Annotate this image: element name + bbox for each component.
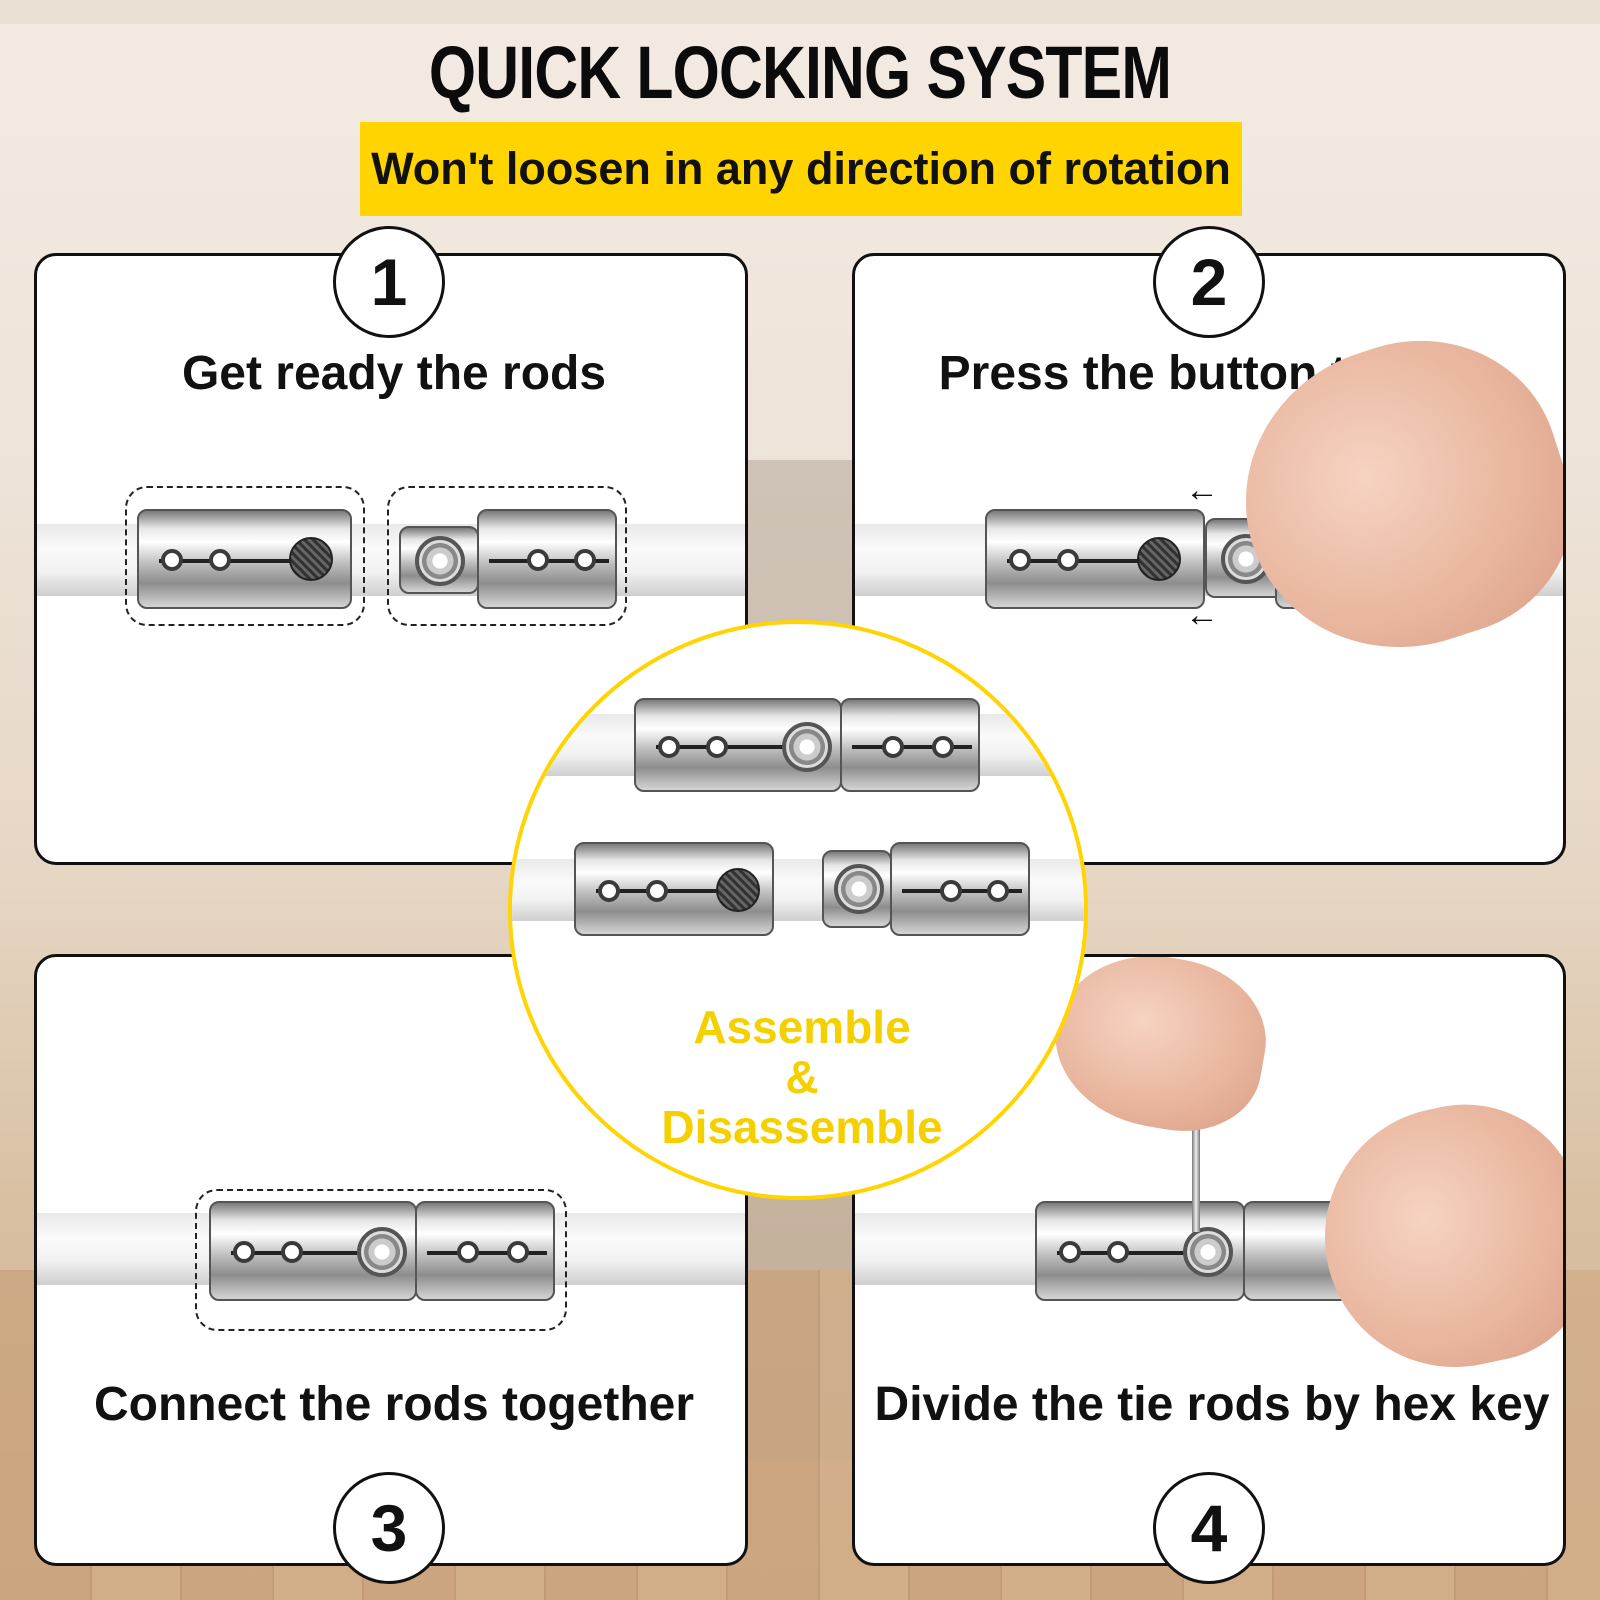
rod-end-highlight-left bbox=[125, 486, 365, 626]
rod-connector-female bbox=[985, 509, 1205, 609]
step-number-2: 2 bbox=[1153, 226, 1265, 338]
rod-connector-female bbox=[1035, 1201, 1245, 1301]
ampersand-label: & bbox=[785, 1051, 819, 1103]
rod-connector-female bbox=[137, 509, 352, 609]
connected-rods-highlight bbox=[195, 1189, 567, 1331]
step-number-1: 1 bbox=[333, 226, 445, 338]
hex-key-icon bbox=[1192, 1097, 1200, 1232]
rod-connector-male-body bbox=[415, 1201, 555, 1301]
step-panel-4: Divide the tie rods by hex key bbox=[852, 954, 1566, 1566]
rod-connected-top-body bbox=[840, 698, 980, 792]
rod-connector-female bbox=[209, 1201, 417, 1301]
assemble-label: Assemble bbox=[693, 1001, 911, 1053]
step-1-text: Get ready the rods bbox=[181, 347, 607, 400]
hand-holding-rod bbox=[1300, 1082, 1563, 1392]
rod-connected-top bbox=[634, 698, 842, 792]
subtitle-banner: Won't loosen in any direction of rotatio… bbox=[360, 122, 1242, 216]
step-4-text: Divide the tie rods by hex key bbox=[874, 1378, 1550, 1431]
page-title: QUICK LOCKING SYSTEM bbox=[428, 31, 1172, 114]
rod-end-highlight-right bbox=[387, 486, 627, 626]
rod-separated-female bbox=[574, 842, 774, 936]
step-number-4: 4 bbox=[1153, 1472, 1265, 1584]
rod-connector-male bbox=[399, 526, 479, 594]
rod-separated-male-body bbox=[890, 842, 1030, 936]
arrow-left-icon: ← bbox=[1185, 471, 1219, 509]
background-ceiling-beam bbox=[0, 0, 1600, 24]
disassemble-label: Disassemble bbox=[661, 1101, 943, 1153]
step-3-text: Connect the rods together bbox=[93, 1378, 695, 1431]
rod-connector-male-body bbox=[477, 509, 617, 609]
arrow-left-icon: ← bbox=[1185, 596, 1219, 634]
rod-separated-male bbox=[822, 850, 892, 928]
step-number-3: 3 bbox=[333, 1472, 445, 1584]
assemble-disassemble-circle: Assemble & Disassemble bbox=[508, 620, 1088, 1200]
subtitle-text: Won't loosen in any direction of rotatio… bbox=[371, 143, 1231, 194]
